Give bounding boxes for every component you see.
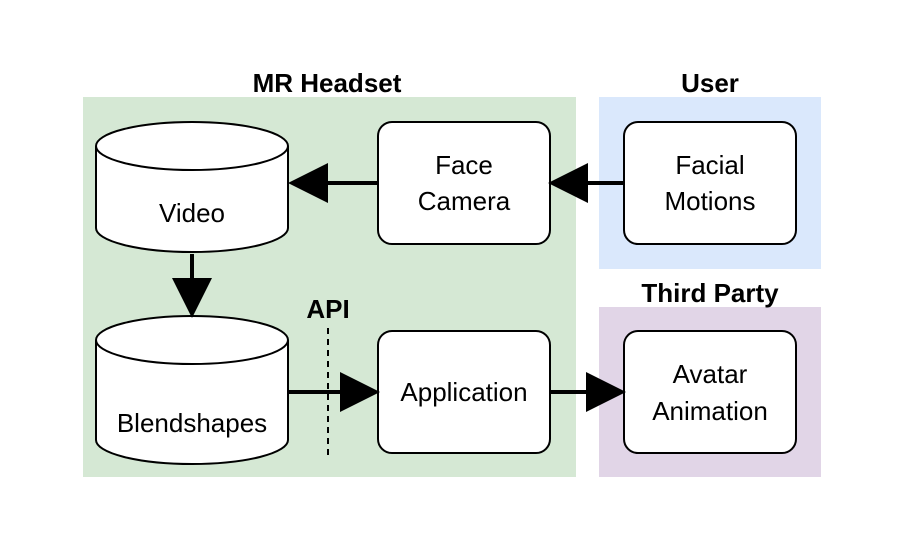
node-facial-motions-line-2: Motions [664,186,755,216]
node-avatar-animation: Avatar Animation [623,330,797,454]
node-facial-motions: Facial Motions [623,121,797,245]
node-face-camera-line-2: Camera [418,186,511,216]
node-video: Video [95,121,289,253]
group-title-user: User [681,68,739,98]
node-blendshapes-label: Blendshapes [117,408,267,438]
group-title-third-party: Third Party [641,278,779,308]
node-avatar-animation-line-1: Avatar [673,359,748,389]
node-application: Application [377,330,551,454]
node-blendshapes: Blendshapes [95,315,289,465]
node-avatar-animation-line-2: Animation [652,396,768,426]
node-application-label: Application [400,377,527,407]
api-label: API [306,294,349,324]
node-face-camera-line-1: Face [435,150,493,180]
node-video-label: Video [159,198,225,228]
node-face-camera: Face Camera [377,121,551,245]
node-facial-motions-line-1: Facial [675,150,744,180]
group-title-mr-headset: MR Headset [253,68,402,98]
